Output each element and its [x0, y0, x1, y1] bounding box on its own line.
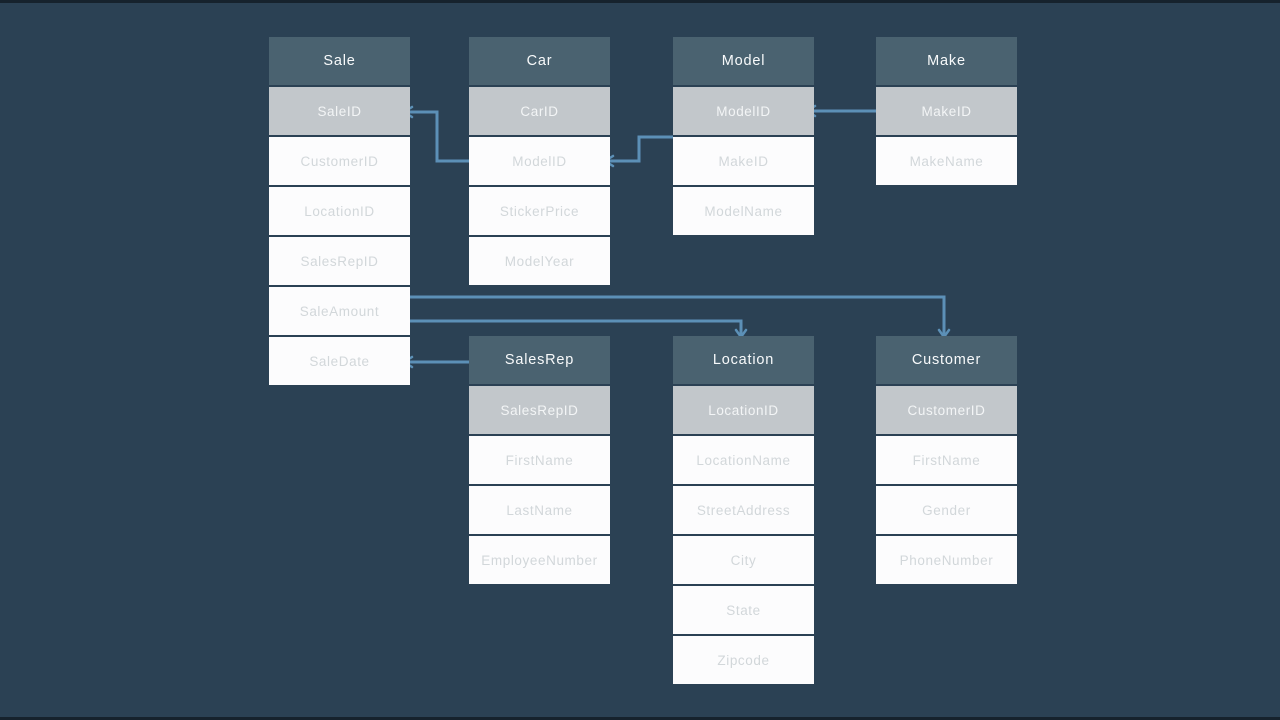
table-model-header: Model	[673, 37, 814, 85]
table-location-field-locationid-primary-key: LocationID	[673, 386, 814, 434]
table-model-field-modelname: ModelName	[673, 187, 814, 235]
table-car-field-carid-primary-key: CarID	[469, 87, 610, 135]
table-location-field-state: State	[673, 586, 814, 634]
table-customer-field-firstname: FirstName	[876, 436, 1017, 484]
table-location-header: Location	[673, 336, 814, 384]
table-location-field-locationname: LocationName	[673, 436, 814, 484]
table-salesrep-field-salesrepid-primary-key: SalesRepID	[469, 386, 610, 434]
table-salesrep-field-lastname: LastName	[469, 486, 610, 534]
table-model-field-makeid: MakeID	[673, 137, 814, 185]
table-make-field-makename: MakeName	[876, 137, 1017, 185]
table-make-field-makeid-primary-key: MakeID	[876, 87, 1017, 135]
table-car-header: Car	[469, 37, 610, 85]
connector-car-modelid-to-model	[610, 135, 673, 163]
table-location-field-zipcode: Zipcode	[673, 636, 814, 684]
table-salesrep-header: SalesRep	[469, 336, 610, 384]
connector-sale-to-location	[410, 319, 743, 337]
table-location-field-streetaddress: StreetAddress	[673, 486, 814, 534]
table-sale-field-locationid: LocationID	[269, 187, 410, 235]
table-customer-field-gender: Gender	[876, 486, 1017, 534]
table-sale-field-saledate: SaleDate	[269, 337, 410, 385]
connector-sale-to-customer	[410, 295, 946, 337]
connector-sale-saleid-to-car	[410, 110, 469, 163]
table-salesrep-field-firstname: FirstName	[469, 436, 610, 484]
table-sale-field-saleamount: SaleAmount	[269, 287, 410, 335]
table-make-header: Make	[876, 37, 1017, 85]
table-car-field-stickerprice: StickerPrice	[469, 187, 610, 235]
table-location-field-city: City	[673, 536, 814, 584]
table-salesrep-field-employeenumber: EmployeeNumber	[469, 536, 610, 584]
table-model-field-modelid-primary-key: ModelID	[673, 87, 814, 135]
table-customer-field-customerid-primary-key: CustomerID	[876, 386, 1017, 434]
table-sale-header: Sale	[269, 37, 410, 85]
table-car-field-modelid: ModelID	[469, 137, 610, 185]
letterbox-bottom	[0, 717, 1280, 720]
table-customer-field-phonenumber: PhoneNumber	[876, 536, 1017, 584]
table-sale-field-salesrepid: SalesRepID	[269, 237, 410, 285]
table-customer-header: Customer	[876, 336, 1017, 384]
table-sale-field-customerid: CustomerID	[269, 137, 410, 185]
table-sale-field-saleid-primary-key: SaleID	[269, 87, 410, 135]
letterbox-top	[0, 0, 1280, 3]
table-car-field-modelyear: ModelYear	[469, 237, 610, 285]
